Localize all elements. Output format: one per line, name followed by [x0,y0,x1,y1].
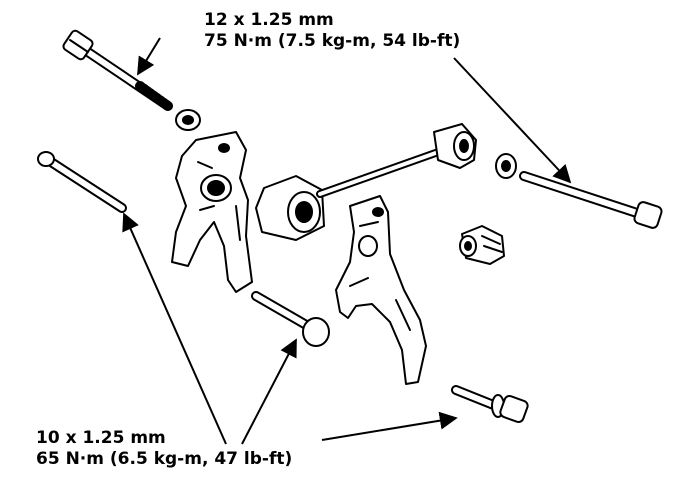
bushing-right [433,123,477,169]
washer-top-left [175,109,201,131]
bolt-12mm-right [519,171,663,229]
arrow-bottom-to-bolt-left [122,212,227,445]
torque-callout-12mm: 12 x 1.25 mm 75 N·m (7.5 kg-m, 54 lb-ft) [204,10,460,52]
bushing-center [255,175,325,241]
clip-bracket [459,225,505,265]
tie-rod [316,146,448,198]
bolt-10mm-left-long [37,151,127,213]
bolt-12mm-top-left [62,29,173,111]
washer-right [495,153,517,179]
arrow-bottom-to-bolt-middle [241,338,297,445]
bracket-left [171,131,253,293]
bolt-10mm-bottom-flange [451,385,529,424]
callout-12mm-size: 12 x 1.25 mm [204,10,334,30]
torque-callout-10mm: 10 x 1.25 mm 65 N·m (6.5 kg-m, 47 lb-ft) [36,428,292,470]
callout-12mm-torque: 75 N·m (7.5 kg-m, 54 lb-ft) [204,31,461,51]
bolt-10mm-middle [251,291,330,347]
bracket-right [335,195,427,385]
arrow-top-to-bolt-right [453,57,572,184]
callout-10mm-torque: 65 N·m (6.5 kg-m, 47 lb-ft) [36,449,293,469]
arrow-top-to-bolt-left [137,37,161,76]
callout-10mm-size: 10 x 1.25 mm [36,428,166,448]
arrow-bottom-to-bolt-flange [321,411,458,441]
